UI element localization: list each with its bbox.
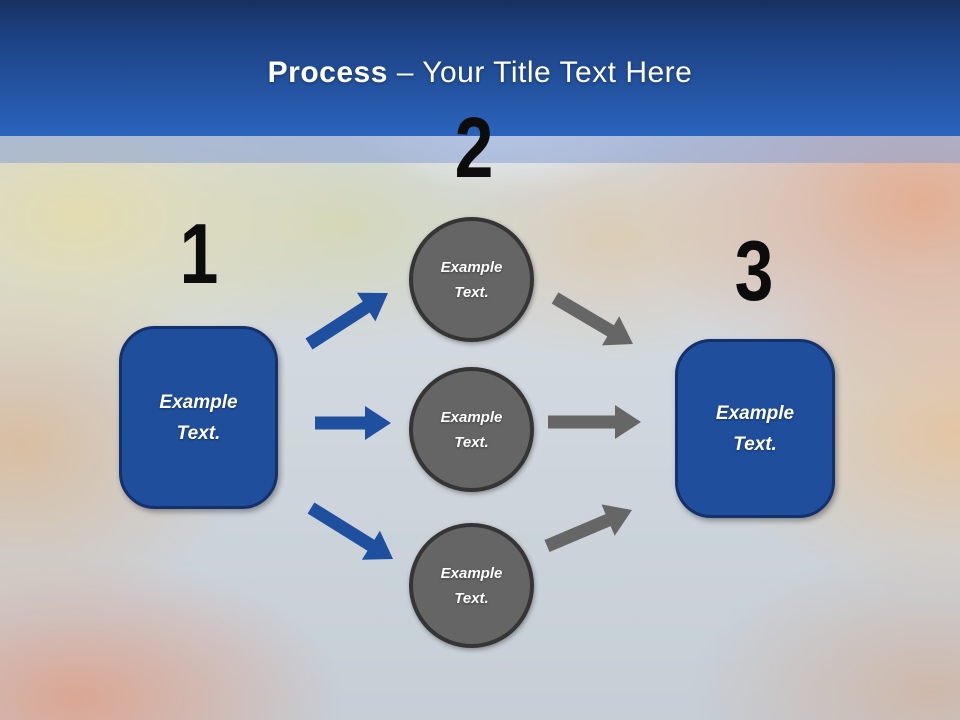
process-circle-middle: Example Text. xyxy=(409,367,534,492)
process-box-step-1-label: Example Text. xyxy=(159,391,238,444)
process-box-step-3-label: Example Text. xyxy=(715,402,795,455)
process-circle-middle-label: Example Text. xyxy=(440,408,503,451)
process-box-step-1: Example Text. xyxy=(119,326,278,509)
title-bar: Process – Your Title Text Here xyxy=(0,0,960,136)
step-number-1: 1 xyxy=(179,207,219,302)
step-number-2: 2 xyxy=(454,101,494,196)
step-number-3: 3 xyxy=(734,224,774,319)
slide-title-rest: – Your Title Text Here xyxy=(387,56,693,89)
header-reflection-band xyxy=(0,136,960,163)
slide-title-keyword: Process xyxy=(267,56,388,89)
process-circle-bottom: Example Text. xyxy=(409,523,534,648)
process-circle-top-label: Example Text. xyxy=(440,258,503,301)
slide-title: Process – Your Title Text Here xyxy=(268,0,693,90)
process-circle-bottom-label: Example Text. xyxy=(440,564,503,607)
process-box-step-3: Example Text. xyxy=(675,339,835,518)
process-circle-top: Example Text. xyxy=(409,217,534,342)
